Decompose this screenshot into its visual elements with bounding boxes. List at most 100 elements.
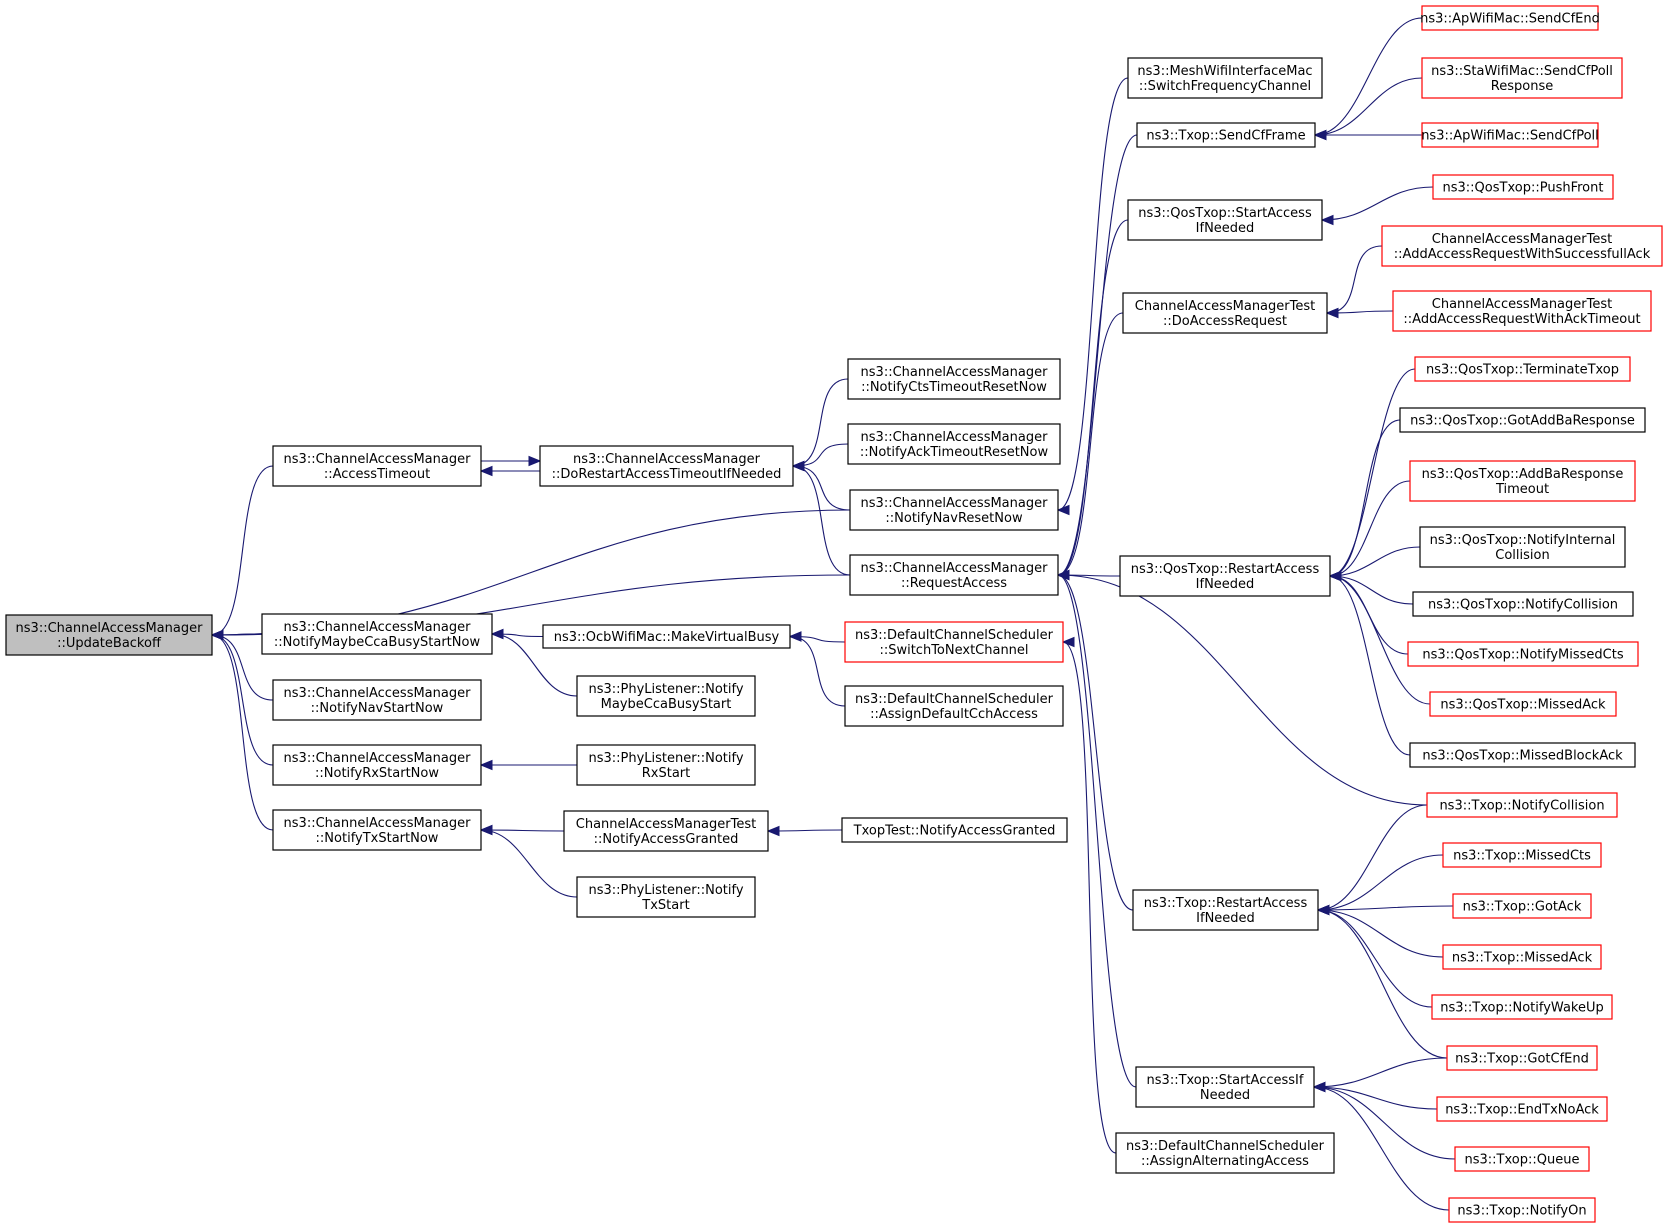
node-box xyxy=(1442,944,1602,970)
node-box xyxy=(576,744,756,786)
node-box xyxy=(849,554,1059,596)
node-qostxop-notify-missed-cts[interactable]: ns3::QosTxop::NotifyMissedCts xyxy=(1407,641,1639,667)
node-request-access[interactable]: ns3::ChannelAccessManager::RequestAccess xyxy=(849,554,1059,596)
node-phy-maybe-cca[interactable]: ns3::PhyListener::NotifyMaybeCcaBusyStar… xyxy=(576,675,756,717)
node-qostxop-notify-collision[interactable]: ns3::QosTxop::NotifyCollision xyxy=(1412,591,1634,617)
node-notify-ack-reset[interactable]: ns3::ChannelAccessManager::NotifyAckTime… xyxy=(847,423,1061,465)
node-dcs-assign-alternating[interactable]: ns3::DefaultChannelScheduler::AssignAlte… xyxy=(1115,1132,1335,1174)
node-label: ns3::ChannelAccessManager xyxy=(573,452,761,467)
node-box xyxy=(1122,292,1328,334)
node-notify-maybe-cca[interactable]: ns3::ChannelAccessManager::NotifyMaybeCc… xyxy=(261,613,493,655)
edge-38 xyxy=(1328,480,1411,582)
edge-7 xyxy=(479,465,540,477)
edge-44 xyxy=(1316,804,1428,916)
node-label: ns3::Txop::SendCfFrame xyxy=(1146,129,1305,144)
edge-12 xyxy=(791,460,851,576)
node-camt-add-success[interactable]: ChannelAccessManagerTest::AddAccessReque… xyxy=(1381,225,1663,267)
node-camt-add-ack-timeout[interactable]: ChannelAccessManagerTest::AddAccessReque… xyxy=(1392,290,1652,332)
node-txop-send-cf-frame[interactable]: ns3::Txop::SendCfFrame xyxy=(1136,122,1316,148)
node-notify-nav-start[interactable]: ns3::ChannelAccessManager::NotifyNavStar… xyxy=(272,679,482,721)
node-camt-notify-granted[interactable]: ChannelAccessManagerTest::NotifyAccessGr… xyxy=(563,810,769,852)
node-label: ns3::QosTxop::MissedBlockAck xyxy=(1422,749,1623,764)
node-ap-send-cf-end[interactable]: ns3::ApWifiMac::SendCfEnd xyxy=(1420,5,1600,31)
node-do-restart[interactable]: ns3::ChannelAccessManager::DoRestartAcce… xyxy=(539,445,794,487)
node-label: ::NotifyMaybeCcaBusyStartNow xyxy=(274,635,481,650)
node-box xyxy=(849,489,1059,531)
node-box xyxy=(1421,122,1599,148)
node-dcs-switch-next[interactable]: ns3::DefaultChannelScheduler::SwitchToNe… xyxy=(844,621,1064,663)
node-qostxop-push-front[interactable]: ns3::QosTxop::PushFront xyxy=(1432,174,1614,200)
node-label: ns3::QosTxop::MissedAck xyxy=(1440,698,1606,713)
node-label: ns3::Txop::NotifyOn xyxy=(1457,1204,1586,1219)
edge-47 xyxy=(1316,904,1444,958)
node-label: ::AssignAlternatingAccess xyxy=(1141,1154,1309,1169)
node-box xyxy=(1127,57,1323,99)
node-qostxop-got-addba[interactable]: ns3::QosTxop::GotAddBaResponse xyxy=(1399,407,1646,433)
node-label: ns3::DefaultChannelScheduler xyxy=(855,692,1054,707)
node-label: ns3::StaWifiMac::SendCfPoll xyxy=(1431,64,1613,79)
node-ocb-make-busy[interactable]: ns3::OcbWifiMac::MakeVirtualBusy xyxy=(542,624,791,649)
node-notify-rx-start[interactable]: ns3::ChannelAccessManager::NotifyRxStart… xyxy=(272,744,482,786)
node-notify-tx-start[interactable]: ns3::ChannelAccessManager::NotifyTxStart… xyxy=(272,809,482,851)
node-mesh-switch-freq[interactable]: ns3::MeshWifiInterfaceMac::SwitchFrequen… xyxy=(1127,57,1323,99)
node-box xyxy=(1426,792,1618,818)
edge-6 xyxy=(210,629,274,831)
node-txop-got-ack[interactable]: ns3::Txop::GotAck xyxy=(1452,893,1592,919)
edge-24 xyxy=(1056,312,1124,581)
node-box xyxy=(1452,893,1592,919)
node-label: ::DoAccessRequest xyxy=(1163,314,1287,329)
node-txop-end-tx-no-ack[interactable]: ns3::Txop::EndTxNoAck xyxy=(1436,1096,1608,1122)
node-qostxop-terminate[interactable]: ns3::QosTxop::TerminateTxop xyxy=(1414,356,1631,382)
node-phy-tx-start[interactable]: ns3::PhyListener::NotifyTxStart xyxy=(576,876,756,918)
node-label: ns3::QosTxop::PushFront xyxy=(1443,181,1604,196)
node-label: ::NotifyAccessGranted xyxy=(594,832,739,847)
edge-23 xyxy=(1056,219,1129,581)
edge-18 xyxy=(479,824,565,836)
node-txop-missed-cts[interactable]: ns3::Txop::MissedCts xyxy=(1442,842,1602,868)
node-txoptest-notify-granted[interactable]: TxopTest::NotifyAccessGranted xyxy=(841,817,1068,843)
node-label: ns3::MeshWifiInterfaceMac xyxy=(1137,64,1312,79)
node-label: ChannelAccessManagerTest xyxy=(1135,299,1315,314)
node-box xyxy=(1381,225,1663,267)
edge-33 xyxy=(1320,186,1434,226)
edge-16 xyxy=(788,631,846,707)
node-camt-do-access-request[interactable]: ChannelAccessManagerTest::DoAccessReques… xyxy=(1122,292,1328,334)
node-txop-notify-wakeup[interactable]: ns3::Txop::NotifyWakeUp xyxy=(1431,994,1613,1020)
node-label: ns3::ChannelAccessManager xyxy=(16,621,204,636)
node-label: ChannelAccessManagerTest xyxy=(576,817,756,832)
node-box xyxy=(542,624,791,649)
node-label: ::RequestAccess xyxy=(901,576,1007,591)
node-box xyxy=(841,817,1068,843)
node-notify-nav-reset[interactable]: ns3::ChannelAccessManager::NotifyNavRese… xyxy=(849,489,1059,531)
node-dcs-assign-default-cch[interactable]: ns3::DefaultChannelScheduler::AssignDefa… xyxy=(844,685,1064,727)
node-txop-notify-on[interactable]: ns3::Txop::NotifyOn xyxy=(1448,1197,1596,1223)
node-update-backoff[interactable]: ns3::ChannelAccessManager::UpdateBackoff xyxy=(5,614,213,656)
node-ap-send-cf-poll[interactable]: ns3::ApWifiMac::SendCfPoll xyxy=(1421,122,1599,148)
node-box xyxy=(847,423,1061,465)
node-txop-got-cf-end[interactable]: ns3::Txop::GotCfEnd xyxy=(1446,1045,1598,1071)
edge-39 xyxy=(1328,546,1421,582)
edge-22 xyxy=(1056,134,1138,581)
node-label: ns3::QosTxop::GotAddBaResponse xyxy=(1410,414,1635,429)
node-label: Needed xyxy=(1200,1088,1250,1103)
node-notify-cts-reset[interactable]: ns3::ChannelAccessManager::NotifyCtsTime… xyxy=(847,358,1061,400)
node-label: TxStart xyxy=(641,898,689,913)
node-txop-missed-ack[interactable]: ns3::Txop::MissedAck xyxy=(1442,944,1602,970)
node-qostxop-missed-ack[interactable]: ns3::QosTxop::MissedAck xyxy=(1429,691,1617,717)
node-txop-notify-collision[interactable]: ns3::Txop::NotifyCollision xyxy=(1426,792,1618,818)
node-txop-queue[interactable]: ns3::Txop::Queue xyxy=(1454,1146,1590,1172)
node-label: ::UpdateBackoff xyxy=(57,636,162,651)
node-label: ::DoRestartAccessTimeoutIfNeeded xyxy=(552,467,782,482)
node-access-timeout[interactable]: ns3::ChannelAccessManager::AccessTimeout xyxy=(272,445,482,487)
node-qostxop-missed-block-ack[interactable]: ns3::QosTxop::MissedBlockAck xyxy=(1409,742,1636,768)
node-box xyxy=(261,613,493,655)
node-phy-rx-start[interactable]: ns3::PhyListener::NotifyRxStart xyxy=(576,744,756,786)
